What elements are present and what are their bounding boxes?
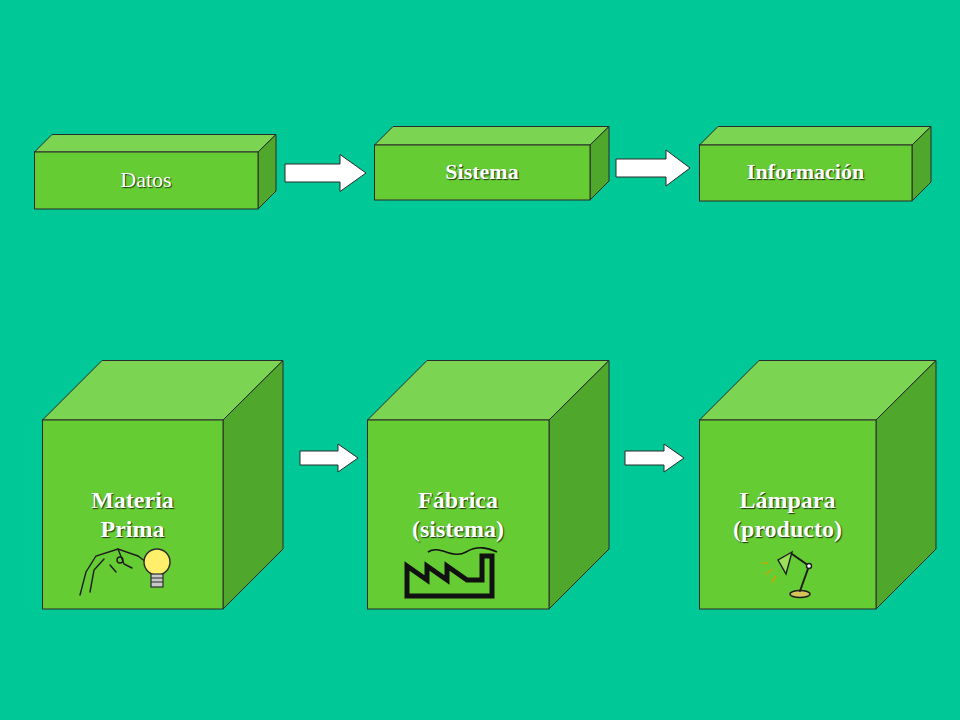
box-label: Materia Prima (63, 486, 203, 544)
factory-outline (407, 556, 492, 596)
box-front-face (43, 420, 224, 609)
block-arrow (616, 150, 690, 186)
process-box: Fábrica (sistema) (367, 360, 609, 609)
process-box: Materia Prima (42, 360, 283, 609)
raw-material-icon (80, 549, 146, 595)
lamp-shade (778, 552, 792, 574)
block-arrow (625, 444, 684, 472)
box-label: Información (747, 159, 864, 185)
lamp-arm (792, 554, 809, 591)
box-side-face (549, 361, 609, 610)
box-top-face (35, 135, 277, 153)
lamp-joint (117, 557, 123, 563)
box-top-face (375, 127, 610, 146)
block-arrow (285, 155, 366, 192)
box-front-face (35, 152, 259, 209)
lamp-arm-sketch (138, 556, 146, 562)
box-front-face (700, 145, 913, 201)
box-front-face (700, 420, 877, 609)
lamp-icon (762, 552, 812, 598)
box-side-face (223, 361, 283, 610)
box-label: Lámpara (producto) (713, 486, 863, 544)
light-rays (762, 563, 776, 582)
process-box: Datos (34, 134, 276, 209)
bulb-icon (144, 549, 170, 587)
text-holder: Materia Prima (42, 486, 223, 544)
box-front-face (368, 420, 550, 609)
lamp-arm-sketch (110, 549, 132, 572)
box-side-face (912, 127, 931, 202)
box-label: Sistema (445, 159, 518, 185)
box-label: Fábrica (sistema) (388, 486, 528, 544)
box-outline (367, 360, 610, 610)
box-label: Datos (120, 167, 171, 193)
box-outline (42, 360, 284, 610)
box-side-face (258, 135, 276, 210)
bulb-base (151, 574, 163, 587)
text-holder: Fábrica (sistema) (367, 486, 549, 544)
box-side-face (590, 127, 609, 201)
lamp-base (790, 591, 810, 598)
bulb-glass (144, 549, 170, 575)
lamp-arm-sketch (90, 559, 104, 592)
box-outline (699, 360, 937, 610)
factory-icon (407, 548, 497, 596)
box-top-face (700, 127, 932, 146)
smoke-line (428, 548, 497, 555)
text-holder: Información (699, 159, 912, 185)
process-box: Sistema (374, 126, 609, 200)
text-holder: Lámpara (producto) (699, 486, 876, 544)
text-holder: Datos (34, 167, 258, 193)
text-holder: Sistema (374, 159, 590, 185)
process-box: Información (699, 126, 931, 201)
bulb-thread (151, 578, 163, 582)
block-arrow (300, 444, 358, 472)
lamp-arm-sketch (80, 549, 138, 595)
process-box: Lámpara (producto) (699, 360, 936, 609)
box-side-face (876, 361, 936, 610)
box-front-face (375, 145, 591, 200)
lamp-joint (807, 564, 812, 569)
